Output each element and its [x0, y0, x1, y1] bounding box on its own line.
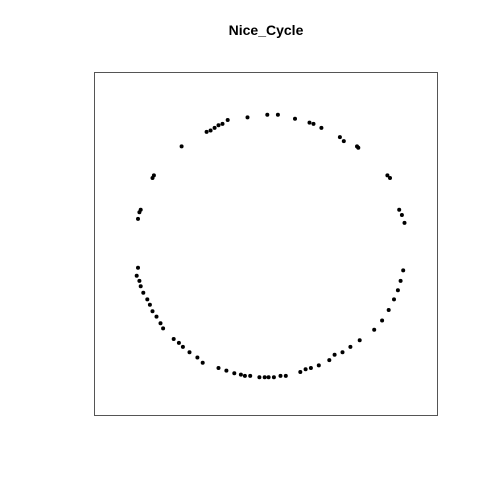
- data-point: [388, 176, 392, 180]
- data-point: [340, 350, 345, 355]
- data-point: [395, 288, 400, 293]
- data-point: [337, 135, 342, 140]
- data-point: [138, 284, 143, 289]
- data-point: [316, 363, 321, 368]
- chart-title: Nice_Cycle: [229, 22, 304, 38]
- data-point: [401, 268, 406, 273]
- data-point: [348, 344, 353, 349]
- data-point: [262, 375, 267, 380]
- data-point: [372, 327, 377, 332]
- data-point: [303, 367, 308, 372]
- data-point: [265, 112, 270, 117]
- data-point: [224, 368, 229, 373]
- data-point: [399, 213, 404, 217]
- data-point: [141, 290, 146, 295]
- data-point: [245, 115, 250, 120]
- data-point: [136, 216, 140, 221]
- data-point: [220, 121, 225, 126]
- data-point: [392, 297, 396, 302]
- data-point: [232, 371, 237, 376]
- data-point: [171, 337, 176, 341]
- data-point: [293, 116, 297, 121]
- data-point: [308, 366, 313, 370]
- data-point: [150, 309, 155, 314]
- data-point: [208, 128, 213, 133]
- data-point: [176, 340, 181, 345]
- data-point: [248, 373, 253, 378]
- data-point: [187, 350, 192, 355]
- data-point: [225, 118, 230, 122]
- data-point: [212, 125, 217, 130]
- data-point: [402, 220, 407, 225]
- data-point: [357, 338, 362, 343]
- data-point: [147, 302, 152, 307]
- data-point: [283, 373, 288, 378]
- data-point: [154, 314, 159, 319]
- data-point: [150, 176, 155, 180]
- data-point: [216, 123, 221, 128]
- data-point: [332, 352, 337, 357]
- data-point: [137, 278, 142, 283]
- data-point: [257, 375, 262, 380]
- data-point: [311, 121, 316, 126]
- data-points: [134, 112, 407, 380]
- data-point: [398, 278, 403, 283]
- data-point: [386, 308, 391, 312]
- data-point: [216, 366, 221, 370]
- data-point: [356, 145, 361, 150]
- data-point: [319, 125, 324, 130]
- data-point: [266, 375, 271, 380]
- data-point: [275, 112, 280, 117]
- data-point: [380, 318, 385, 323]
- data-point: [180, 344, 185, 349]
- data-point: [385, 173, 390, 178]
- data-point: [200, 360, 205, 365]
- data-point: [341, 139, 346, 144]
- data-point: [271, 375, 276, 380]
- data-point: [161, 326, 166, 331]
- data-point: [307, 120, 312, 125]
- data-point: [242, 373, 247, 378]
- data-point: [136, 265, 140, 270]
- data-point: [204, 129, 209, 134]
- data-point: [158, 321, 163, 326]
- data-point: [145, 297, 150, 302]
- data-point: [327, 358, 332, 363]
- data-point: [397, 207, 402, 212]
- plot-frame: [94, 72, 438, 416]
- data-point: [238, 372, 243, 377]
- data-point: [278, 373, 283, 378]
- data-point: [134, 273, 139, 278]
- data-point: [195, 355, 200, 360]
- data-point: [179, 144, 184, 149]
- data-point: [298, 370, 303, 374]
- data-point: [137, 210, 142, 215]
